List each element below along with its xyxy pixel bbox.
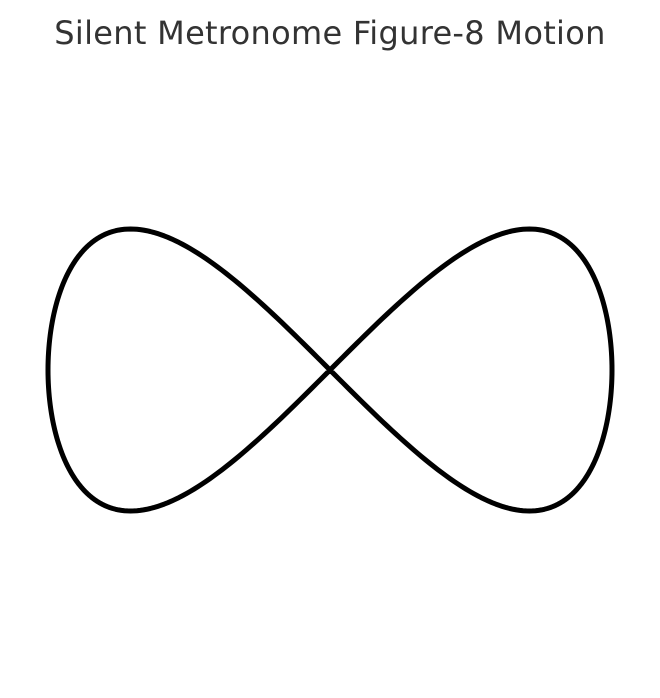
figure-8-curve-line — [45, 226, 615, 514]
chart-title: Silent Metronome Figure-8 Motion — [54, 14, 606, 52]
series-layer — [45, 226, 615, 514]
